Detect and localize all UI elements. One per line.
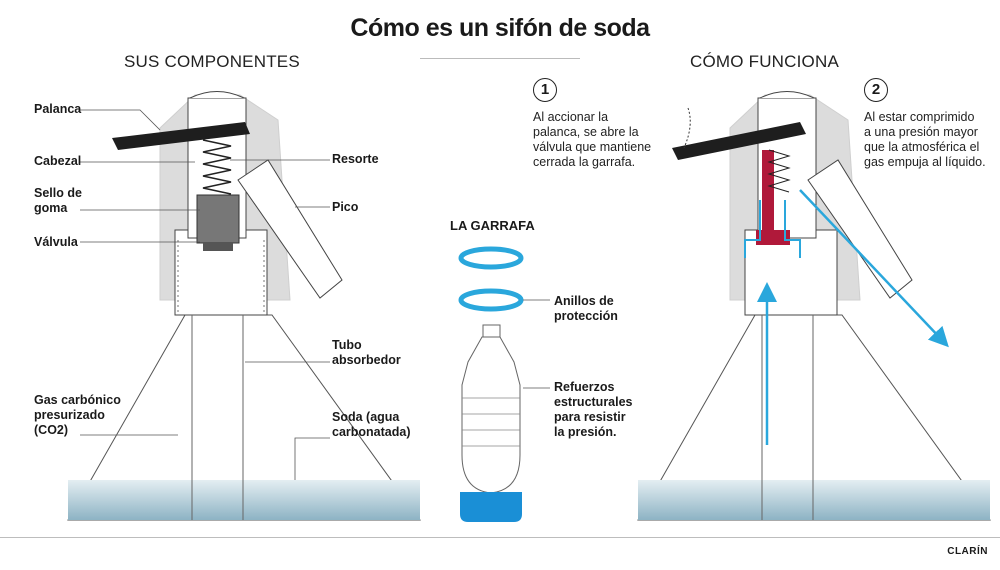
step-1-line: válvula que mantiene (533, 140, 652, 154)
label-anillos-line: Anillos de (554, 294, 614, 308)
step-1-line: cerrada la garrafa. (533, 155, 636, 169)
step-1-text: Al accionar la palanca, se abre la válvu… (533, 110, 651, 170)
label-gas-line: (CO2) (34, 423, 69, 437)
heading-components: SUS COMPONENTES (124, 52, 300, 71)
step-2-text: Al estar comprimido a una presión mayor … (864, 110, 986, 170)
label-sello-line: Sello de (34, 186, 82, 200)
step-2-badge: 2 (864, 78, 888, 102)
step-2-line: a una presión mayor (864, 125, 978, 139)
label-valvula: Válvula (34, 235, 78, 249)
label-tubo-line: absorbedor (332, 353, 401, 367)
footer-divider (0, 537, 1000, 538)
step-2-line: Al estar comprimido (864, 110, 975, 124)
label-refuerzos-line: la presión. (554, 425, 617, 439)
credit-label: CLARÍN (947, 546, 988, 557)
ring-top (458, 246, 524, 270)
left-valve (196, 194, 240, 244)
label-gas-line: presurizado (34, 408, 105, 422)
left-liquid (68, 480, 420, 520)
label-anillos: Anillos de protección (554, 294, 618, 324)
label-resorte: Resorte (332, 152, 379, 166)
label-soda-line: carbonatada) (332, 425, 411, 439)
label-soda: Soda (agua carbonatada) (332, 410, 411, 440)
bottle-base (460, 492, 522, 522)
step-1-line: Al accionar la (533, 110, 609, 124)
label-gas-line: Gas carbónico (34, 393, 121, 407)
ring-bottom (458, 288, 524, 312)
label-sello-line: goma (34, 201, 68, 215)
label-refuerzos-line: estructurales (554, 395, 633, 409)
step-1-badge: 1 (533, 78, 557, 102)
label-palanca: Palanca (34, 102, 82, 116)
step-2-line: que la atmosférica el (864, 140, 980, 154)
label-refuerzos: Refuerzos estructurales para resistir la… (554, 380, 633, 440)
label-sello: Sello de goma (34, 186, 82, 216)
heading-garrafa: LA GARRAFA (450, 218, 535, 233)
step-2-line: gas empuja al líquido. (864, 155, 986, 169)
page-title: Cómo es un sifón de soda (350, 14, 650, 42)
left-spring (202, 139, 232, 195)
title-divider (420, 58, 580, 59)
left-spout (237, 159, 343, 299)
step-1-line: palanca, se abre la (533, 125, 639, 139)
spout-flow-arrow (799, 189, 949, 348)
label-refuerzos-line: Refuerzos (554, 380, 615, 394)
left-lever (112, 122, 250, 150)
label-pico: Pico (332, 200, 359, 214)
label-gas: Gas carbónico presurizado (CO2) (34, 393, 121, 438)
right-siphon (637, 91, 991, 521)
garrafa-illustration (458, 246, 550, 522)
label-refuerzos-line: para resistir (554, 410, 626, 424)
label-tubo: Tubo absorbedor (332, 338, 401, 368)
left-leaders (80, 109, 330, 480)
label-cabezal: Cabezal (34, 154, 82, 168)
right-valve-open (756, 150, 790, 245)
right-lever (672, 122, 806, 160)
label-tubo-line: Tubo (332, 338, 362, 352)
label-soda-line: Soda (agua (332, 410, 400, 424)
heading-how-it-works: CÓMO FUNCIONA (690, 52, 839, 71)
valve-flow (744, 200, 801, 258)
label-anillos-line: protección (554, 309, 618, 323)
pet-bottle (461, 336, 521, 494)
press-indicator (683, 107, 691, 149)
left-siphon (67, 91, 421, 521)
